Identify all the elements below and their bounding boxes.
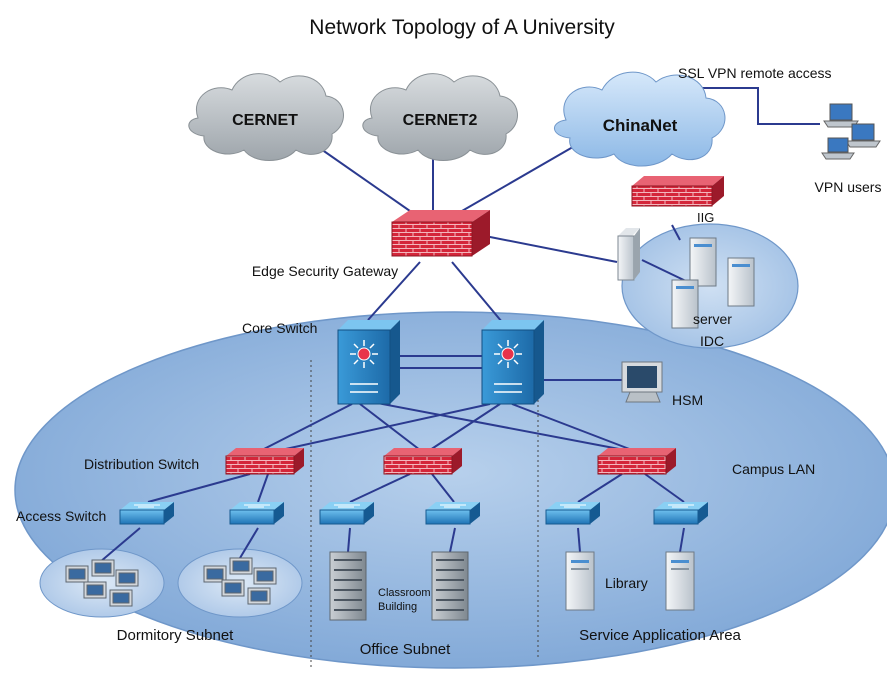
dormitory-pc-cluster-icon	[65, 559, 139, 607]
link	[257, 473, 269, 503]
access-switch-icon	[119, 502, 174, 525]
cernet-cloud: CERNET	[188, 73, 344, 161]
edge-firewall-icon	[391, 210, 490, 257]
vpn-laptop-icon	[821, 137, 855, 160]
link	[99, 527, 141, 563]
access-switch-icon	[319, 502, 374, 525]
service-area-label: Service Application Area	[579, 627, 741, 644]
core-switch-icon	[337, 320, 400, 405]
idc-label: IDC	[700, 333, 724, 349]
link	[429, 403, 501, 451]
access-switch-icon	[653, 502, 708, 525]
classroom-label-line2: Building	[378, 601, 417, 613]
hsm-monitor-icon	[621, 361, 663, 403]
link	[454, 139, 586, 216]
office-subnet-label: Office Subnet	[360, 641, 451, 658]
library-server-icon	[665, 551, 695, 611]
edge-gateway-label: Edge Security Gateway	[252, 263, 398, 279]
iig-firewall-icon	[631, 176, 724, 207]
link	[671, 224, 681, 241]
classroom-label-line1: Classroom	[378, 587, 431, 599]
page-title: Network Topology of A University	[309, 16, 615, 39]
server-label: server	[693, 311, 732, 327]
iig-label: IIG	[697, 210, 714, 225]
link	[367, 261, 421, 321]
access-switch-icon	[425, 502, 480, 525]
access-switch-icon	[545, 502, 600, 525]
link	[449, 527, 456, 553]
cernet2-cloud: CERNET2	[362, 73, 518, 161]
core-switch-label: Core Switch	[242, 320, 317, 336]
distribution-firewall-icon	[225, 448, 304, 475]
server-icon	[671, 279, 699, 329]
ssl-vpn-label: SSL VPN remote access	[678, 65, 832, 81]
cernet-label: CERNET	[232, 112, 298, 129]
distribution-firewall-icon	[383, 448, 462, 475]
network-links	[99, 87, 820, 563]
link	[451, 261, 503, 323]
chinanet-cloud: ChinaNet	[554, 71, 726, 167]
vpn-laptop-icon	[823, 103, 859, 128]
link	[641, 259, 691, 284]
server-icon	[727, 257, 755, 307]
link	[679, 527, 685, 553]
link	[239, 527, 259, 559]
campus-lan-label: Campus LAN	[732, 461, 815, 477]
link	[271, 403, 491, 453]
distribution-firewall-icon	[597, 448, 676, 475]
link	[484, 235, 618, 263]
link	[431, 473, 455, 503]
link	[511, 403, 633, 451]
cernet2-label: CERNET2	[403, 112, 478, 129]
link	[577, 473, 623, 503]
access-switch-icon	[229, 502, 284, 525]
classroom-building-icon	[329, 551, 367, 621]
link	[307, 139, 421, 219]
link	[678, 87, 820, 125]
server-icon	[689, 237, 717, 287]
distribution-switch-label: Distribution Switch	[84, 456, 199, 472]
vpn-laptop-icon	[845, 123, 881, 148]
link	[577, 527, 581, 553]
link	[347, 527, 351, 553]
chinanet-label: ChinaNet	[603, 116, 678, 135]
library-server-icon	[565, 551, 595, 611]
classroom-building-icon	[431, 551, 469, 621]
link	[644, 473, 685, 503]
dormitory-subnet-label: Dormitory Subnet	[117, 627, 235, 644]
link	[261, 403, 353, 451]
link	[349, 473, 411, 503]
library-label: Library	[605, 575, 648, 591]
idc-storage-icon	[617, 228, 640, 281]
link	[147, 473, 251, 503]
vpn-users-label: VPN users	[815, 179, 882, 195]
hsm-label: HSM	[672, 392, 703, 408]
access-switch-label: Access Switch	[16, 508, 106, 524]
core-switch-icon	[481, 320, 544, 405]
dormitory-pc-cluster-icon	[203, 557, 277, 605]
link	[371, 401, 636, 453]
